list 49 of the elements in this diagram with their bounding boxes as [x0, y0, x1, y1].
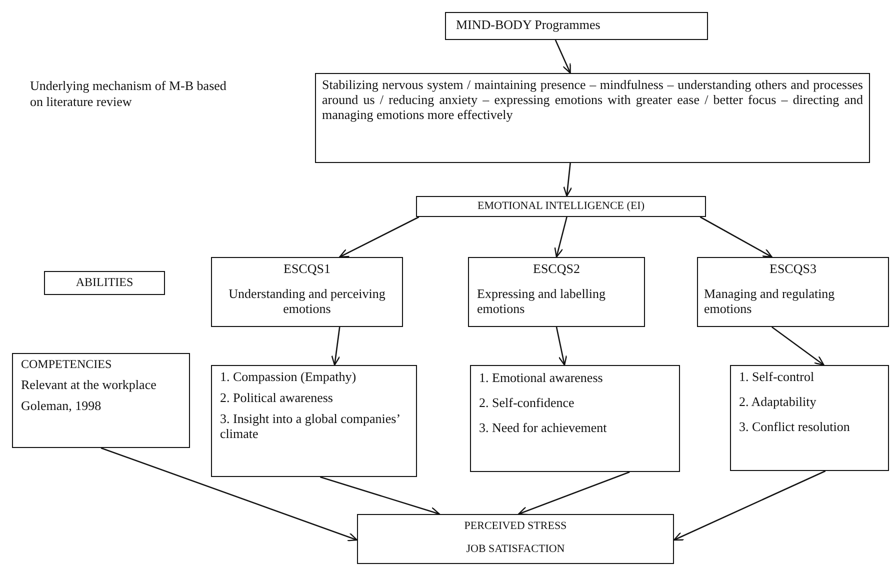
- arrow: [556, 326, 568, 366]
- arrow: [518, 471, 630, 516]
- box-text: MIND-BODY Programmes: [456, 18, 602, 33]
- text-box: [211, 365, 417, 477]
- arrow: [554, 216, 568, 258]
- text-box: [416, 196, 706, 217]
- box-text: JOB SATISFACTION: [465, 542, 566, 556]
- box-text: Goleman, 1998: [21, 398, 102, 414]
- arrow: [673, 470, 826, 541]
- box-text: 3. Conflict resolution: [739, 420, 851, 435]
- box-text: ESCQS3: [768, 262, 818, 277]
- box-text: Managing and regulating emotions: [704, 286, 836, 317]
- box-text: 1. Self-control: [739, 370, 816, 385]
- box-text: 3. Need for achievement: [479, 420, 608, 436]
- text-box: [470, 365, 680, 472]
- arrow: [772, 326, 824, 366]
- box-text: ESCQS2: [532, 262, 581, 277]
- side-note: Underlying mechanism of M-B based on literature review: [30, 78, 228, 110]
- text-box: [12, 353, 190, 448]
- box-text: 2. Adaptability: [739, 394, 818, 410]
- box-text: 1. Emotional awareness: [479, 371, 604, 386]
- box-text: Expressing and labelling emotions: [477, 286, 607, 317]
- text-box: [468, 257, 645, 327]
- box-text: PERCEIVED STRESS: [463, 520, 568, 533]
- text-box: [357, 514, 674, 564]
- box-text: Relevant at the workplace: [21, 378, 158, 393]
- box-text: 2. Self-confidence: [479, 396, 576, 411]
- text-box: [315, 73, 870, 163]
- box-text: Stabilizing nervous system / maintaining presence – mindfulness – understanding others and processes around us / reducing anxiety – expressing emotions with greater ease / better focus – directing and managing emotions more effectively: [322, 78, 863, 123]
- arrow: [331, 326, 340, 366]
- arrow: [700, 216, 772, 258]
- text-box: [445, 12, 708, 40]
- text-box: [44, 271, 165, 295]
- box-text: 2. Political awareness: [220, 390, 334, 406]
- box-text: Understanding and perceiving emotions: [228, 286, 386, 317]
- arrow: [320, 476, 440, 516]
- box-text: ABILITIES: [74, 276, 134, 290]
- box-text: 1. Compassion (Empathy): [220, 370, 358, 385]
- text-box: [211, 257, 403, 327]
- text-box: [697, 257, 889, 327]
- text-box: [730, 365, 889, 471]
- box-text: EMOTIONAL INTELLIGENCE (EI): [476, 200, 646, 213]
- arrow: [554, 40, 571, 74]
- box-text: COMPETENCIES: [21, 358, 113, 372]
- arrow: [100, 447, 358, 542]
- arrow: [563, 162, 572, 197]
- arrow: [339, 216, 420, 258]
- box-text: 3. Insight into a global companies’ climate: [220, 412, 401, 442]
- box-text: ESCQS1: [282, 262, 332, 277]
